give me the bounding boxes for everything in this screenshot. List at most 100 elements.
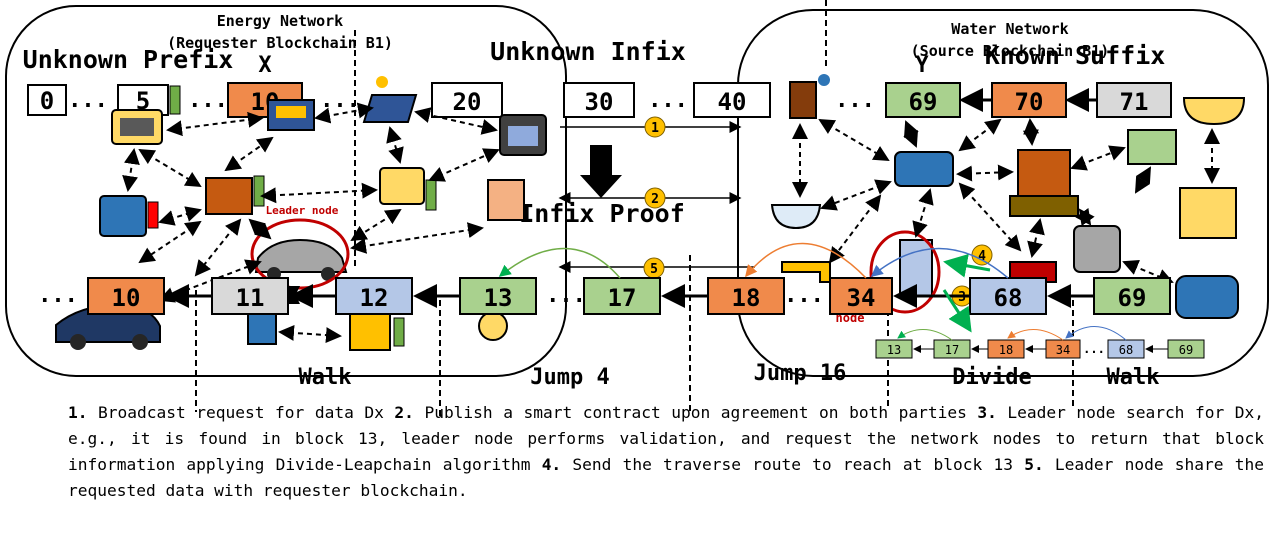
block-value: 30: [585, 88, 614, 116]
compressor-icon: [1175, 275, 1239, 319]
shower-icon: [899, 239, 933, 297]
caption-step-4-text: Send the traverse route to reach at bloc…: [561, 455, 1025, 474]
known-suffix-label: Known Suffix: [985, 41, 1166, 70]
ellipsis: ...: [835, 88, 875, 113]
oven-icon: [499, 114, 547, 156]
block-0: 0: [27, 84, 67, 116]
caption-step-2-text: Publish a smart contract upon agreement …: [413, 403, 978, 422]
block-value: 0: [40, 87, 54, 115]
ellipsis: ...: [546, 283, 586, 308]
y-label: Y: [915, 53, 929, 78]
block-18: 18: [707, 277, 785, 315]
walk-label-right: Walk: [1107, 365, 1160, 390]
sink-icon: [770, 204, 822, 230]
well-icon: [1009, 149, 1079, 217]
block-value: 34: [847, 284, 876, 312]
mini-block-value: 69: [1179, 343, 1193, 357]
x-label: X: [258, 53, 271, 78]
block-value: 70: [1015, 88, 1044, 116]
block-10-bottom: 10: [87, 277, 165, 315]
ellipsis: ...: [784, 283, 824, 308]
block-69-bottom: 69: [1093, 277, 1171, 315]
caption-step-1-num: 1.: [68, 403, 88, 422]
caption-step-3-num: 3.: [977, 403, 997, 422]
block-value: 69: [1118, 284, 1147, 312]
device-links: [122, 102, 1220, 344]
block-40: 40: [693, 82, 771, 118]
down-arrow-icon: [580, 145, 622, 198]
water-pump-icon: [894, 151, 954, 187]
mini-block-value: 13: [887, 343, 901, 357]
car-icon: [254, 238, 348, 281]
divide-label: Divide: [952, 365, 1031, 390]
water-tank-icon: [1073, 225, 1121, 273]
caption-step-4-num: 4.: [541, 455, 562, 474]
block-value: 5: [136, 87, 150, 115]
unknown-prefix-label: Unknown Prefix: [23, 45, 234, 74]
block-17: 17: [583, 277, 661, 315]
inverter-icon: [99, 195, 159, 237]
block-70: 70: [991, 82, 1067, 118]
block-value: 68: [994, 284, 1023, 312]
energy-devices: [55, 76, 547, 351]
block-value: 17: [608, 284, 637, 312]
step-2-badge: 2: [651, 192, 659, 207]
jump-4-label: Jump 4: [530, 365, 609, 390]
battery-icon: [169, 85, 181, 115]
block-13: 13: [459, 277, 537, 315]
caption-step-5-text: Leader node share the requested data wit…: [68, 455, 1264, 500]
caption-step-1-text: Broadcast request for data Dx: [87, 403, 395, 422]
ev-charger-icon: [349, 313, 405, 351]
caption-step-5-num: 5.: [1024, 455, 1044, 474]
block-20: 20: [431, 82, 503, 118]
mini-chain: 13 17 18 34 ... 68 69: [875, 326, 1205, 359]
mini-block-value: 17: [945, 343, 959, 357]
battery-box-icon: [267, 99, 315, 131]
water-network-subtitle: (Source Blockchain B1): [911, 42, 1110, 60]
power-generator-icon: [205, 175, 265, 215]
energy-network-subtitle: (Requester Blockchain B1): [167, 34, 393, 52]
block-value: 40: [718, 88, 747, 116]
ellipsis: ...: [188, 88, 228, 113]
mini-block-value: 34: [1056, 343, 1070, 357]
solar-panel-icon: [362, 76, 418, 123]
block-value: 13: [484, 284, 513, 312]
bottom-chain: ... 10 11 12 13 ... 17 18 ... 34: [38, 242, 1171, 333]
block-value: 10: [112, 284, 141, 312]
block-value: 11: [236, 284, 265, 312]
energy-network-title: Energy Network: [217, 12, 343, 30]
faucet-icon: [781, 261, 831, 283]
charger-icon: [379, 167, 437, 211]
block-34: 34: [829, 277, 893, 315]
block-71: 71: [1096, 82, 1172, 118]
top-chain: 0 ... 5 ... 10 ... 20 30 ... 40 ... 6: [27, 82, 1172, 118]
ellipsis: ...: [1083, 342, 1105, 356]
step-5-badge: 5: [650, 262, 658, 277]
caption-step-3-text: Leader node search for Dx, e.g., it is f…: [68, 403, 1264, 474]
inter-network-arrows: [558, 121, 755, 273]
block-value: 20: [453, 88, 482, 116]
energy-network-boundary: [5, 5, 567, 377]
block-69-top: 69: [885, 82, 961, 118]
jump-16-label: Jump 16: [754, 361, 847, 386]
bottling-plant-icon: [1127, 129, 1177, 165]
mini-block-value: 18: [999, 343, 1013, 357]
block-value: 12: [360, 284, 389, 312]
block-value: 69: [909, 88, 938, 116]
figure-caption: 1. Broadcast request for data Dx 2. Publ…: [68, 400, 1264, 504]
heat-exchanger-icon: [1179, 187, 1237, 239]
water-network-title: Water Network: [951, 20, 1068, 38]
power-bank-icon: [247, 313, 277, 345]
ellipsis: ...: [648, 88, 688, 113]
block-30: 30: [563, 82, 635, 118]
bathtub-icon: [1182, 97, 1246, 126]
block-value: 71: [1120, 88, 1149, 116]
caption-step-2-num: 2.: [394, 403, 414, 422]
step-1-badge: 1: [651, 121, 659, 136]
walk-label-left: Walk: [299, 365, 352, 390]
step-4-badge: 4: [978, 249, 986, 264]
unknown-infix-label: Unknown Infix: [490, 37, 686, 66]
block-value: 18: [732, 284, 761, 312]
heater-icon: [487, 179, 525, 221]
